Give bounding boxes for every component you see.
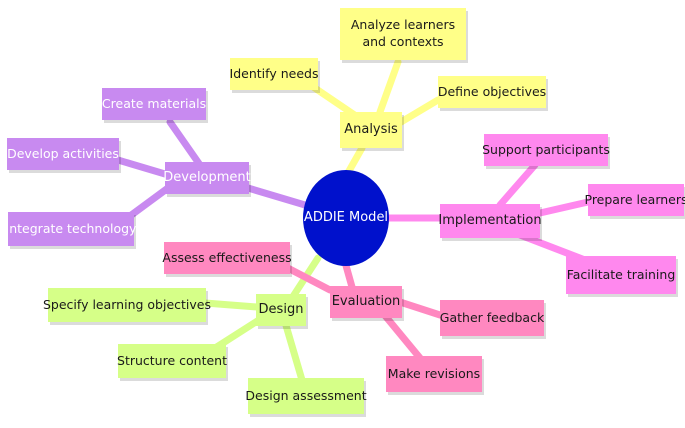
branch-development[interactable]: Development (163, 162, 251, 194)
leaf-develop-activities[interactable]: Develop activities (7, 138, 119, 170)
leaf-assess-effectiveness[interactable]: Assess effectiveness (162, 242, 292, 274)
branch-evaluation[interactable]: Evaluation (330, 286, 402, 318)
connector-impl-support (496, 161, 539, 209)
connector-center-development (244, 184, 309, 209)
leaf-design-assessment[interactable]: Design assessment (245, 378, 367, 414)
leaf-structure-content[interactable]: Structure content (117, 344, 227, 378)
connector-eval-gather (396, 298, 444, 319)
leaf-identify-needs[interactable]: Identify needs (230, 58, 318, 90)
connector-design-assessment (281, 318, 306, 384)
center-node[interactable]: ADDIE Model (303, 170, 389, 266)
branch-analysis[interactable]: Analysis (340, 112, 402, 148)
connector-impl-facilitate (516, 231, 589, 264)
leaf-make-revisions[interactable]: Make revisions (386, 356, 482, 392)
leaf-define-objectives[interactable]: Define objectives (438, 76, 546, 108)
leaf-integrate-technology[interactable]: Integrate technology (6, 212, 136, 246)
leaf-support-participants[interactable]: Support participants (482, 134, 610, 166)
leaf-prepare-learners[interactable]: Prepare learners (585, 184, 685, 216)
connector-analysis-define (392, 96, 442, 129)
connector-dev-create (166, 118, 204, 169)
connector-design-specify (201, 299, 261, 311)
connector-eval-assess (278, 261, 334, 294)
connector-impl-prepare (536, 198, 592, 217)
leaf-analyze-learners[interactable]: Analyze learners and contexts (340, 8, 466, 60)
connector-dev-develop (114, 156, 169, 178)
branch-design[interactable]: Design (256, 294, 306, 326)
leaf-facilitate-training[interactable]: Facilitate training (566, 256, 676, 294)
branch-implementation[interactable]: Implementation (438, 204, 542, 238)
leaf-gather-feedback[interactable]: Gather feedback (440, 300, 544, 336)
leaf-create-materials[interactable]: Create materials (102, 88, 206, 120)
connector-eval-make (378, 308, 424, 362)
connector-analysis-analyze (376, 58, 402, 116)
connector-dev-integrate (126, 184, 172, 220)
leaf-specify-learning-objectives[interactable]: Specify learning objectives (43, 288, 211, 322)
connector-center-evaluation (341, 258, 356, 291)
